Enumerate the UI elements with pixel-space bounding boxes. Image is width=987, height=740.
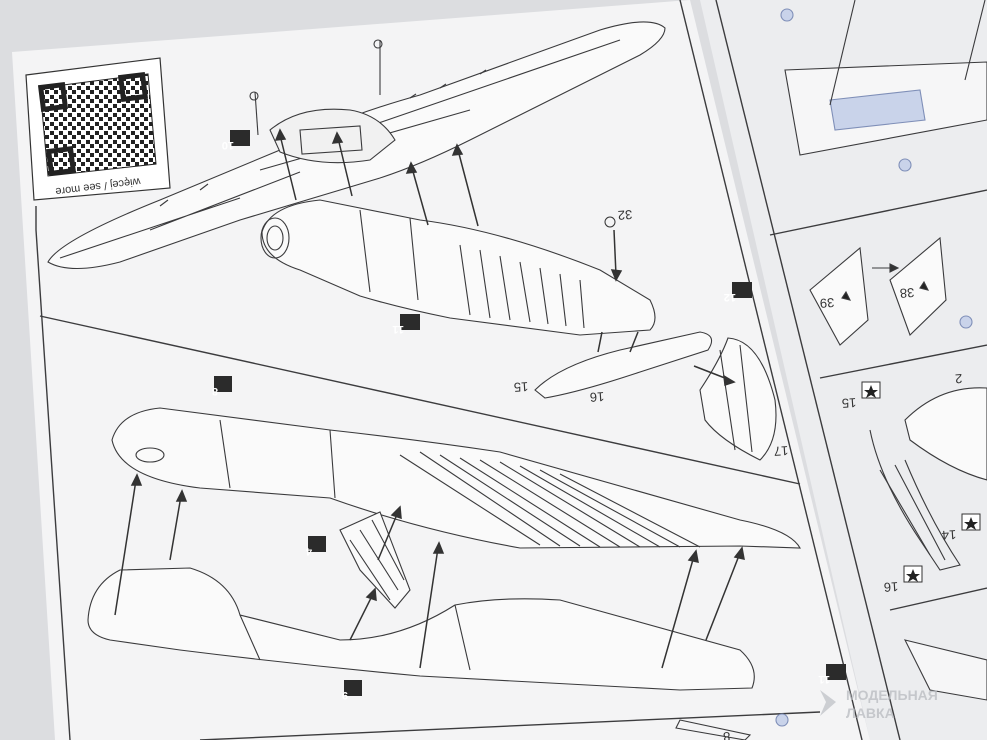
right-page-drawings <box>675 0 987 740</box>
part-number-15: 15 <box>513 379 528 395</box>
step-marker-12: 12 <box>724 282 752 303</box>
step-marker-11-top: 11 <box>392 314 420 335</box>
part-number-2: 2 <box>955 371 963 386</box>
step-marker-8: 8 <box>212 376 232 397</box>
part-number-39: 39 <box>819 295 834 311</box>
step-markers: 10 11 12 8 4 9 11 <box>212 130 846 701</box>
part-number-8: 8 <box>723 729 731 740</box>
part-number-17: 17 <box>773 443 788 459</box>
part-number-14: 14 <box>941 527 956 543</box>
svg-text:11: 11 <box>392 323 404 335</box>
svg-text:4: 4 <box>305 545 312 557</box>
svg-text:12: 12 <box>724 291 736 303</box>
part-number-16: 16 <box>589 389 604 405</box>
watermark-line-2: ЛАВКА <box>846 705 895 721</box>
step-marker-11-bottom: 11 <box>818 664 846 685</box>
part-numbers: 32 15 16 17 39 38 2 15 14 16 8 <box>513 207 981 740</box>
tailplane-drawing <box>534 331 777 461</box>
part-number-16b: 16 <box>883 579 898 595</box>
svg-text:10: 10 <box>222 139 234 151</box>
step-marker-9: 9 <box>342 680 362 701</box>
part-number-32: 32 <box>617 207 632 223</box>
step-marker-10: 10 <box>222 130 250 151</box>
svg-text:9: 9 <box>342 689 348 701</box>
qr-code-block: więcej / see more <box>25 57 171 201</box>
fuselage-halves-drawing <box>87 407 801 691</box>
part-number-15b: 15 <box>841 395 856 411</box>
wing-drawing <box>47 21 666 269</box>
svg-text:8: 8 <box>212 385 218 397</box>
right-page <box>700 0 987 740</box>
shop-watermark: МОДЕЛЬНАЯ ЛАВКА <box>820 687 938 721</box>
watermark-line-1: МОДЕЛЬНАЯ <box>846 687 938 703</box>
rear-fuselage-drawing <box>260 199 656 336</box>
svg-text:11: 11 <box>818 673 830 685</box>
part-number-38: 38 <box>899 285 914 301</box>
step-marker-4: 4 <box>305 536 326 557</box>
